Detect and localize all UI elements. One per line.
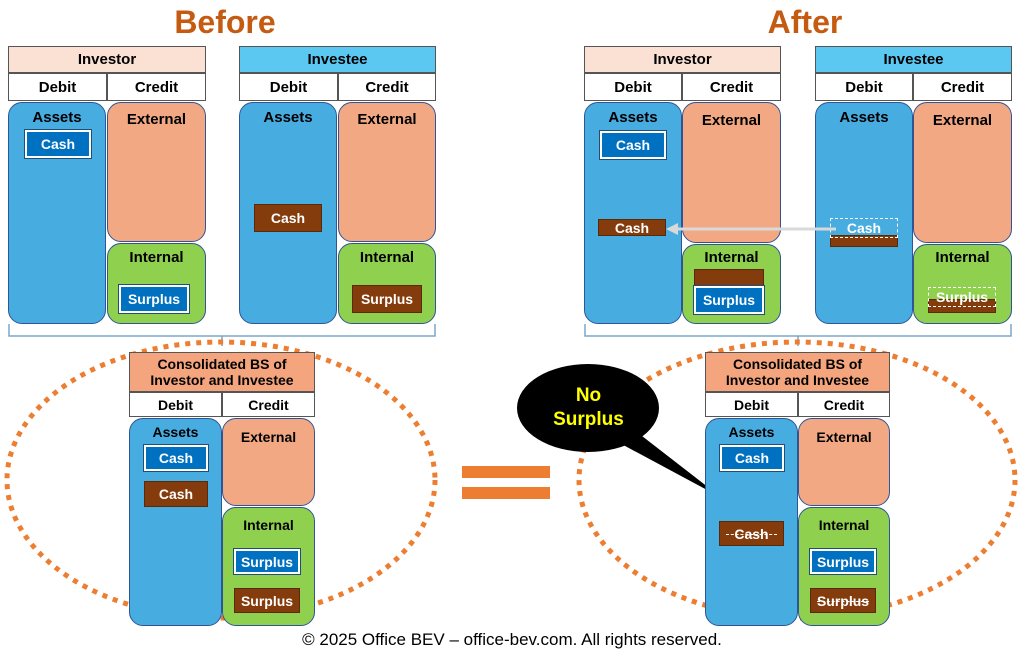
after-investee-debit: Debit — [815, 73, 913, 101]
before-consolidated-internal-label: Internal — [243, 517, 294, 533]
before-consolidated-credit: Credit — [222, 392, 315, 417]
before-investee-assets-label: Assets — [263, 109, 313, 126]
after-investor-assets-label: Assets — [608, 109, 658, 126]
before-investee-credit: Credit — [338, 73, 436, 101]
before-consolidated-cash-brown: Cash — [144, 481, 208, 507]
no-surplus-line2: Surplus — [553, 409, 624, 430]
before-investor-internal-label: Internal — [129, 249, 184, 266]
before-investor-external — [107, 102, 206, 242]
before-investee-external-label: External — [357, 111, 417, 128]
after-consolidated-external-label: External — [816, 429, 872, 445]
before-consolidated-title-line2: Investor and Investee — [150, 372, 294, 388]
before-investee-surplus: Surplus — [352, 285, 422, 313]
before-investee-debit: Debit — [239, 73, 338, 101]
after-consolidated-title-line2: Investor and Investee — [725, 372, 870, 388]
before-title: Before — [174, 4, 276, 40]
after-investor-cash-brown: Cash — [598, 219, 666, 236]
no-surplus-line1: No — [575, 385, 602, 406]
before-consolidated-external — [222, 418, 315, 506]
after-investee-surplus-removed: Surplus — [928, 287, 996, 307]
before-investor-cash: Cash — [24, 129, 92, 159]
after-investor-credit: Credit — [682, 73, 781, 101]
before-investor-header: Investor — [8, 46, 206, 73]
after-investee-cash-removed-bar — [830, 235, 898, 247]
after-investor-external — [682, 102, 781, 243]
after-investee-assets-label: Assets — [839, 109, 889, 126]
no-surplus-bubble — [517, 364, 722, 498]
equals-sign-bottom — [462, 487, 550, 499]
after-investee-external-label: External — [932, 112, 993, 129]
after-consolidated-header: Consolidated BS of Investor and Investee — [705, 352, 890, 392]
after-investee-header: Investee — [815, 46, 1012, 73]
after-consolidated-credit: Credit — [798, 392, 890, 417]
before-consolidated-cash-blue: Cash — [143, 444, 209, 472]
before-investee-external — [338, 102, 436, 242]
equals-sign-top — [462, 466, 550, 478]
after-consolidated-cash-blue: Cash — [719, 444, 785, 472]
after-investor-internal-label: Internal — [704, 249, 759, 266]
before-consolidated-header: Consolidated BS of Investor and Investee — [129, 352, 315, 392]
before-investee-cash: Cash — [254, 204, 322, 232]
before-consolidated-assets-label: Assets — [152, 424, 199, 440]
after-consolidated-cash-removed: Cash — [719, 521, 784, 546]
after-consolidated-debit: Debit — [705, 392, 798, 417]
after-investee-external — [913, 102, 1012, 243]
before-consolidated-external-label: External — [240, 429, 297, 445]
strike-line — [726, 533, 777, 535]
before-investor-credit: Credit — [107, 73, 206, 101]
no-surplus-text: No Surplus — [530, 384, 647, 432]
before-dotted-ellipse — [4, 339, 438, 621]
after-investor-header: Investor — [584, 46, 781, 73]
after-investee-credit: Credit — [913, 73, 1012, 101]
after-investor-external-label: External — [701, 112, 762, 129]
after-consolidated-surplus-blue: Surplus — [809, 548, 877, 575]
after-investee-internal-label: Internal — [935, 249, 990, 266]
after-investor-surplus-brown-bar — [694, 269, 764, 287]
copyright-footer: © 2025 Office BEV – office-bev.com. All … — [302, 630, 722, 649]
before-consolidated-debit: Debit — [129, 392, 222, 417]
after-dotted-ellipse — [576, 339, 1018, 621]
after-investee-cash-removed: Cash — [830, 218, 898, 238]
before-consolidated-surplus-brown: Surplus — [234, 588, 300, 613]
after-investee-assets — [815, 102, 913, 324]
after-title: After — [767, 4, 843, 40]
after-consolidated-external — [798, 418, 890, 506]
transfer-arrow — [666, 223, 836, 235]
before-investor-assets-label: Assets — [32, 109, 82, 126]
before-consolidated-title-line1: Consolidated BS of — [157, 356, 287, 372]
strike-line — [817, 600, 869, 602]
after-consolidated-internal-label: Internal — [818, 517, 870, 533]
after-investor-cash-blue: Cash — [599, 130, 667, 160]
after-consolidated-surplus-removed: Surplus — [810, 588, 876, 613]
after-investor-surplus: Surplus — [693, 285, 765, 315]
before-consolidated-surplus-blue: Surplus — [233, 548, 301, 575]
after-consolidated-title-line1: Consolidated BS of — [732, 356, 863, 372]
before-investee-header: Investee — [239, 46, 436, 73]
before-investor-external-label: External — [126, 111, 187, 128]
before-investee-internal-label: Internal — [359, 249, 415, 266]
before-investor-surplus: Surplus — [118, 284, 190, 314]
after-investor-debit: Debit — [584, 73, 682, 101]
after-consolidated-assets-label: Assets — [728, 424, 775, 440]
before-investor-debit: Debit — [8, 73, 107, 101]
